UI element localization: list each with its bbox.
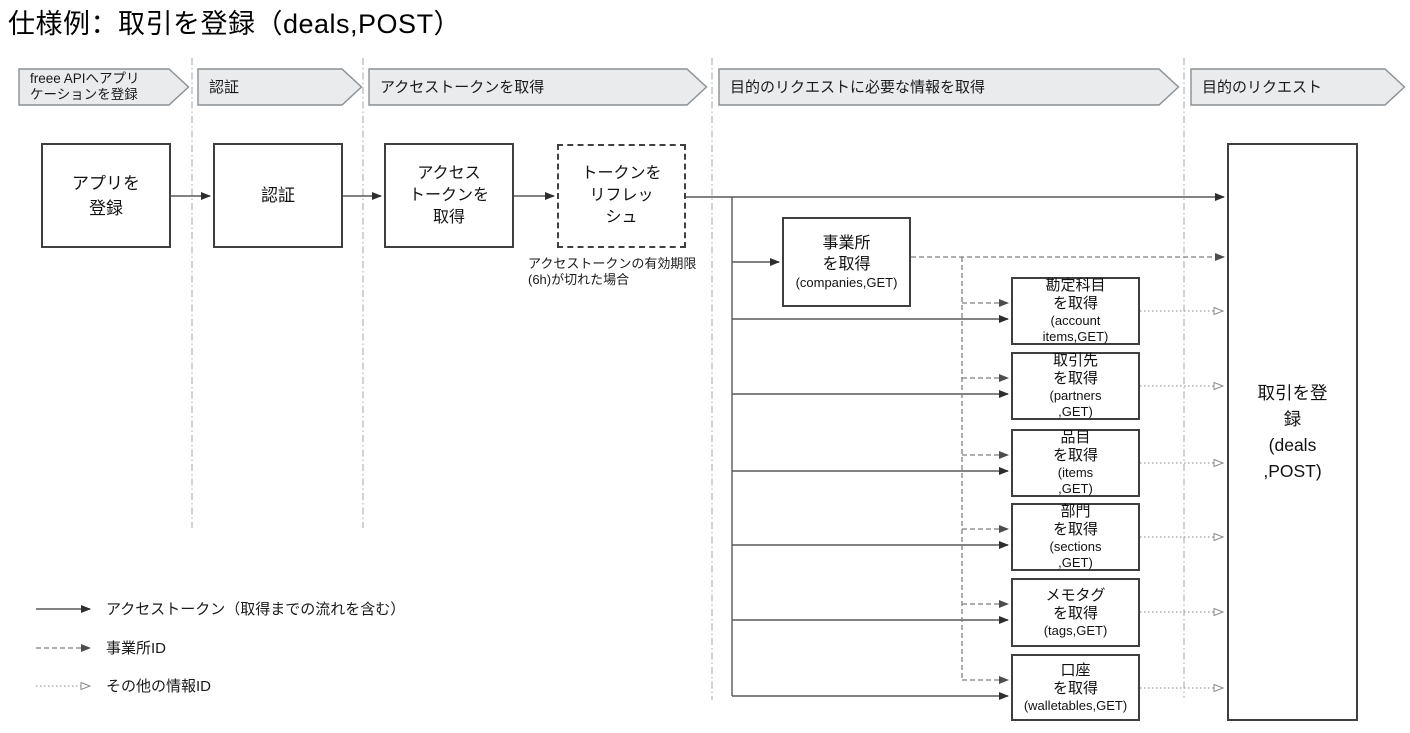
- refresh-token-note: アクセストークンの有効期限(6h)が切れた場合: [528, 256, 697, 287]
- phase-label: 目的のリクエストに必要な情報を取得: [730, 78, 986, 96]
- phase-separator-lines: [191, 58, 1185, 700]
- box-label: 事業所 を取得: [822, 235, 871, 273]
- box-api-label: (items ,GET): [1057, 465, 1094, 496]
- phase-chevron-auth: 認証: [197, 68, 363, 106]
- phase-chevron-get-token: アクセストークンを取得: [368, 68, 708, 106]
- box-label: 取引を登 録: [1257, 383, 1328, 429]
- info-box-tags: メモタグ を取得 (tags,GET): [1011, 578, 1140, 647]
- box-api-label: (deals ,POST): [1263, 435, 1322, 481]
- box-label: 品目 を取得: [1052, 429, 1098, 464]
- phase-chevron-target-request: 目的のリクエスト: [1190, 68, 1406, 106]
- box-get-companies: 事業所 を取得 (companies,GET): [782, 217, 911, 307]
- box-label: メモタグ を取得: [1045, 586, 1106, 622]
- legend-label: その他の情報ID: [106, 678, 212, 695]
- box-register-deal: 取引を登 録 (deals ,POST): [1227, 143, 1358, 721]
- box-label: 口座 を取得: [1052, 661, 1098, 697]
- phase-label: freee APIへアプリ ケーションを登録: [30, 71, 140, 102]
- box-auth: 認証: [213, 143, 343, 248]
- box-label: 部門 を取得: [1052, 503, 1098, 538]
- page-title: 仕様例：取引を登録（deals,POST）: [8, 9, 462, 39]
- dotted-arrow-icon: [36, 680, 97, 692]
- legend-label: 事業所ID: [106, 640, 167, 657]
- box-label: アプリを 登録: [72, 173, 140, 218]
- info-box-account-items: 勘定科目 を取得 (account items,GET): [1011, 277, 1140, 345]
- dashed-connector-lines: [911, 253, 1225, 684]
- box-label: トークンを リフレッ シュ: [581, 165, 662, 226]
- info-box-partners: 取引先 を取得 (partners ,GET): [1011, 352, 1140, 420]
- box-label: 勘定科目 を取得: [1045, 277, 1106, 312]
- phase-chevron-get-info: 目的のリクエストに必要な情報を取得: [718, 68, 1180, 106]
- dotted-connector-lines: [1140, 311, 1223, 688]
- box-label: 認証: [261, 186, 295, 205]
- info-box-sections: 部門 を取得 (sections ,GET): [1011, 503, 1140, 571]
- legend-label: アクセストークン（取得までの流れを含む）: [106, 601, 406, 618]
- phase-label: 認証: [209, 78, 240, 96]
- phase-label: アクセストークンを取得: [380, 78, 545, 96]
- box-label: アクセス トークンを 取得: [408, 164, 489, 226]
- box-refresh-token: トークンを リフレッ シュ: [557, 144, 686, 248]
- phase-label: 目的のリクエスト: [1202, 78, 1323, 96]
- legend-item-other-id: その他の情報ID: [35, 675, 211, 696]
- box-label: 取引先 を取得: [1052, 352, 1098, 387]
- legend-item-company-id: 事業所ID: [35, 637, 166, 658]
- box-api-label: (account items,GET): [1042, 313, 1109, 344]
- info-box-walletables: 口座 を取得 (walletables,GET): [1011, 654, 1140, 721]
- box-api-label: (companies,GET): [795, 275, 898, 290]
- box-api-label: (tags,GET): [1043, 622, 1108, 638]
- box-api-label: (sections ,GET): [1049, 539, 1102, 570]
- box-get-access-token: アクセス トークンを 取得: [384, 143, 514, 248]
- box-api-label: (partners ,GET): [1049, 388, 1102, 419]
- legend-item-access-token: アクセストークン（取得までの流れを含む）: [35, 598, 405, 619]
- box-register-app: アプリを 登録: [41, 143, 171, 248]
- info-box-items: 品目 を取得 (items ,GET): [1011, 429, 1140, 497]
- solid-arrow-icon: [36, 604, 91, 613]
- phase-chevron-register-app: freee APIへアプリ ケーションを登録: [18, 68, 190, 106]
- box-api-label: (walletables,GET): [1023, 697, 1128, 713]
- dashed-arrow-icon: [36, 643, 91, 652]
